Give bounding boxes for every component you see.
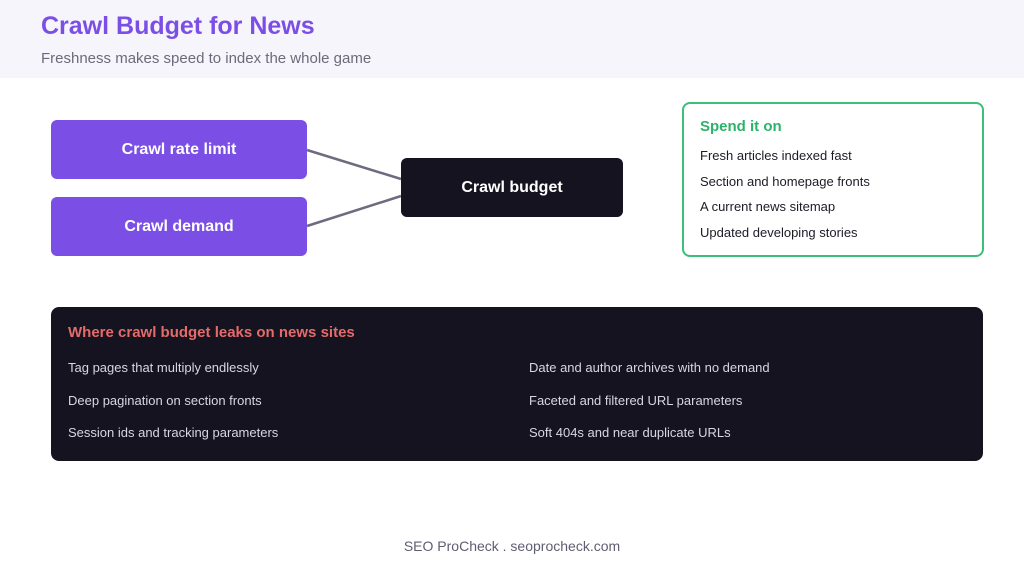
- spend-item: Section and homepage fronts: [700, 173, 870, 189]
- leak-item: Session ids and tracking parameters: [68, 425, 279, 440]
- spend-item: Updated developing stories: [700, 224, 858, 240]
- page-subtitle: Freshness makes speed to index the whole…: [41, 50, 372, 67]
- spend-title: Spend it on: [700, 118, 782, 135]
- spend-item: Fresh articles indexed fast: [700, 148, 852, 163]
- leak-item: Deep pagination on section fronts: [68, 393, 262, 408]
- header-band: Crawl Budget for News Freshness makes sp…: [0, 0, 1024, 78]
- leak-item: Date and author archives with no demand: [529, 360, 770, 375]
- leak-item: Faceted and filtered URL parameters: [529, 393, 743, 408]
- spend-item: A current news sitemap: [700, 199, 836, 214]
- connector-demand-to-budget: [306, 194, 402, 228]
- leak-item: Tag pages that multiply endlessly: [68, 360, 259, 375]
- spend-it-on-panel: Spend it on Fresh articles indexed fast …: [682, 102, 984, 257]
- node-crawl-budget: Crawl budget: [401, 158, 623, 217]
- leak-item: Soft 404s and near duplicate URLs: [529, 425, 731, 440]
- leaks-title: Where crawl budget leaks on news sites: [68, 324, 355, 341]
- crawl-leaks-panel: Where crawl budget leaks on news sites T…: [51, 307, 983, 461]
- page-title: Crawl Budget for News: [41, 12, 315, 40]
- footer-credit: SEO ProCheck . seoprocheck.com: [403, 538, 621, 554]
- node-crawl-demand: Crawl demand: [51, 197, 307, 256]
- spend-list: Fresh articles indexed fast Section and …: [700, 148, 870, 250]
- node-crawl-rate-limit: Crawl rate limit: [51, 120, 307, 179]
- connector-rate-to-budget: [306, 148, 402, 181]
